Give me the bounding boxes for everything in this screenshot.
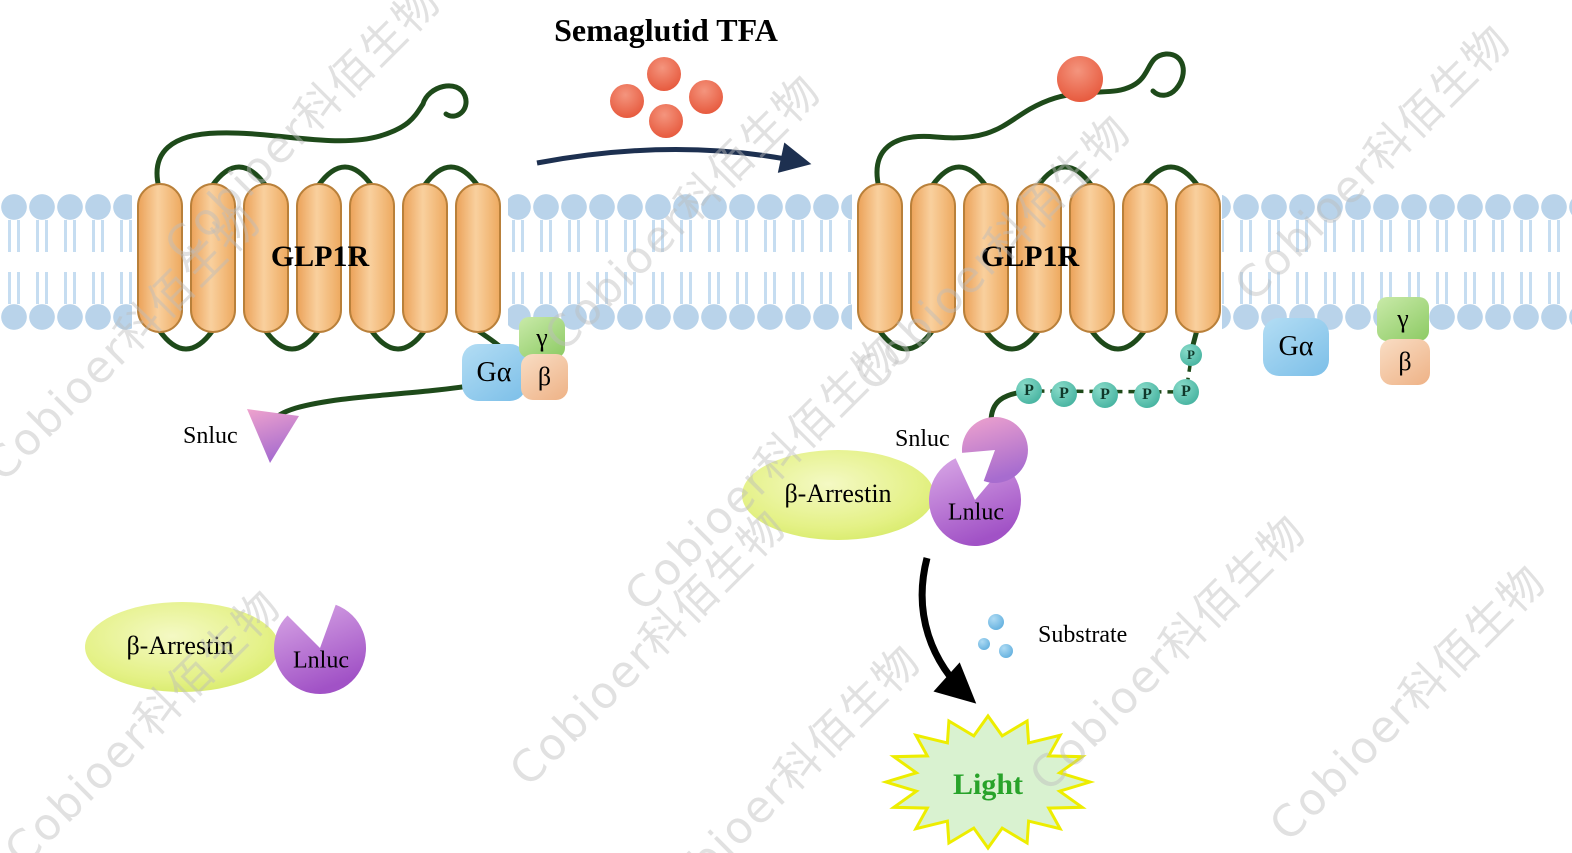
g-beta-label: β <box>1398 347 1412 376</box>
tm-helix <box>1016 183 1062 333</box>
snluc-shape-right <box>961 416 1028 483</box>
lnluc-label-right: Lnluc <box>948 499 1004 526</box>
light-label: Light <box>952 768 1024 801</box>
receptor-label-left: GLP1R <box>270 240 370 273</box>
substrate-dot <box>978 638 990 650</box>
phospho-site: P <box>1016 378 1042 404</box>
watermark: Cobioer科佰生物 <box>0 580 292 853</box>
g-beta-left: β <box>521 354 568 400</box>
g-alpha-left: Gα <box>462 344 526 401</box>
snluc-label-right: Snluc <box>895 426 950 452</box>
substrate-dot <box>999 644 1013 658</box>
g-gamma-left: γ <box>519 317 565 358</box>
g-alpha-right: Gα <box>1263 318 1329 376</box>
tm-helix <box>1069 183 1115 333</box>
tm-helix <box>349 183 395 333</box>
watermark: Cobioer科佰生物 <box>615 325 912 622</box>
watermark: Cobioer科佰生物 <box>1020 505 1317 802</box>
g-gamma-label: γ <box>536 322 548 352</box>
tm-helix <box>137 183 183 333</box>
tm-helix <box>402 183 448 333</box>
phospho-site: P <box>1051 381 1077 407</box>
g-alpha-label: Gα <box>476 356 512 388</box>
ligand-ball <box>647 57 681 91</box>
g-alpha-label: Gα <box>1278 331 1314 362</box>
g-beta-right: β <box>1380 339 1430 385</box>
snluc-label-left: Snluc <box>183 423 238 449</box>
substrate-label: Substrate <box>1038 622 1128 648</box>
ligand-ball <box>649 104 683 138</box>
tm-helix <box>455 183 501 333</box>
receptor-label-right: GLP1R <box>980 240 1080 273</box>
lnluc-label-left: Lnluc <box>293 647 349 674</box>
g-beta-label: β <box>537 362 552 391</box>
phospho-site: P <box>1180 344 1202 366</box>
figure-title: Semaglutid TFA <box>554 12 778 48</box>
phospho-site: P <box>1092 382 1118 408</box>
substrate-dots <box>978 614 1013 658</box>
tm-helix <box>243 183 289 333</box>
g-gamma-label: γ <box>1397 304 1409 333</box>
substrate-dot <box>988 614 1004 630</box>
tm-helix <box>1122 183 1168 333</box>
tm-helix <box>296 183 342 333</box>
signal-arrow <box>918 557 977 704</box>
ligand-ball <box>689 80 723 114</box>
phospho-site: P <box>1134 382 1160 408</box>
tm-helix <box>190 183 236 333</box>
snluc-shape-left <box>247 409 299 463</box>
tm-helix <box>857 183 903 333</box>
bound-ligand-ball <box>1057 56 1103 102</box>
tm-helix <box>910 183 956 333</box>
ligand-ball <box>610 84 644 118</box>
phospho-site: P <box>1173 379 1199 405</box>
g-gamma-right: γ <box>1377 297 1429 341</box>
watermark: Cobioer科佰生物 <box>1260 555 1557 852</box>
tm-helix <box>1175 183 1221 333</box>
arrestin-label-right: β-Arrestin <box>784 479 892 508</box>
